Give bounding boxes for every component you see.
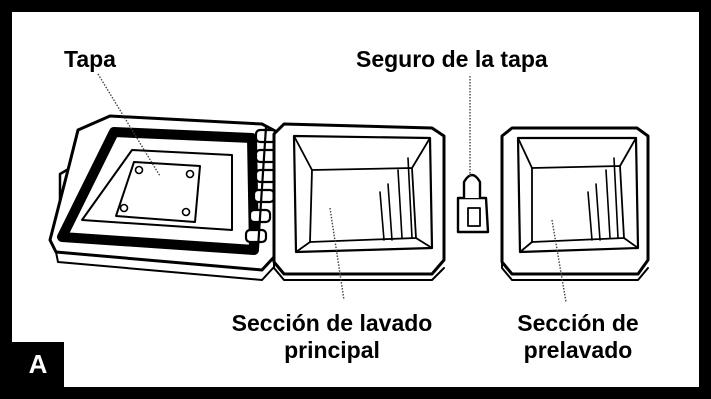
lid-latch-drawing [456, 173, 490, 234]
label-prewash: Sección de prelavado [498, 310, 658, 364]
figure-letter-badge: A [12, 342, 64, 387]
label-main-wash-line1: Sección de lavado [231, 310, 433, 336]
figure-letter: A [28, 349, 48, 379]
leader-lines [97, 73, 567, 303]
dispenser-diagram [48, 73, 650, 303]
main-wash-box-drawing [272, 122, 446, 281]
figure-panel: Tapa Seguro de la tapa Sección de lavado… [12, 12, 699, 387]
label-main-wash-line2: principal [284, 337, 380, 363]
prewash-box-drawing [500, 126, 650, 281]
label-prewash-line2: prelavado [523, 337, 633, 363]
label-main-wash: Sección de lavado principal [202, 310, 462, 364]
lid-drawing [48, 114, 279, 281]
label-prewash-line1: Sección de [517, 310, 639, 336]
label-lid: Tapa [64, 46, 116, 72]
label-lid-latch: Seguro de la tapa [356, 46, 548, 72]
